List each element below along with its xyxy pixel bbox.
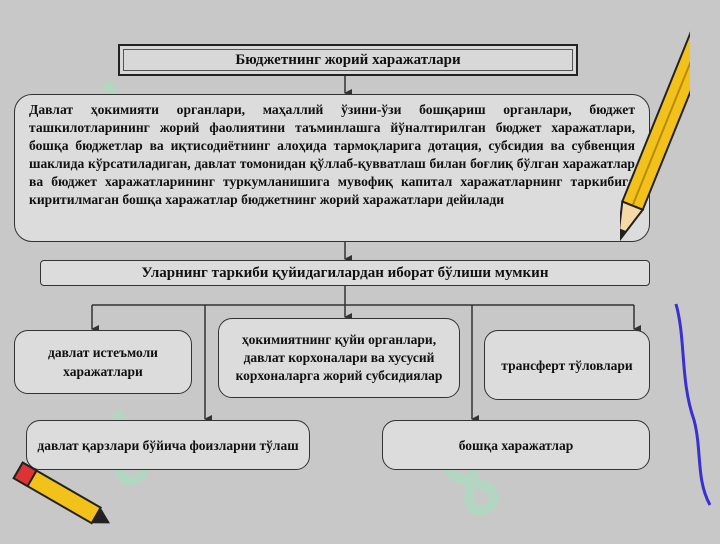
item-debt-interest: давлат қарзлари бўйича фоизларни тўлаш <box>26 420 310 470</box>
item-transfers: трансферт тўловлари <box>484 330 650 400</box>
diagram-title: Бюджетнинг жорий харажатлари <box>118 44 578 76</box>
pen-line-icon <box>674 303 712 506</box>
item-subsidies: ҳокимиятнинг қуйи органлари, давлат корх… <box>218 318 460 398</box>
item-state-consumption: давлат истеъмоли харажатлари <box>14 330 192 394</box>
pencil-icon <box>620 5 690 247</box>
structure-label: Уларнинг таркиби қуйидагилардан иборат б… <box>40 260 650 286</box>
item-other-expenses: бошқа харажатлар <box>382 420 650 470</box>
definition-text: Давлат ҳокимияти органлари, маҳаллий ўзи… <box>14 94 650 242</box>
pencil-icon <box>12 461 110 525</box>
